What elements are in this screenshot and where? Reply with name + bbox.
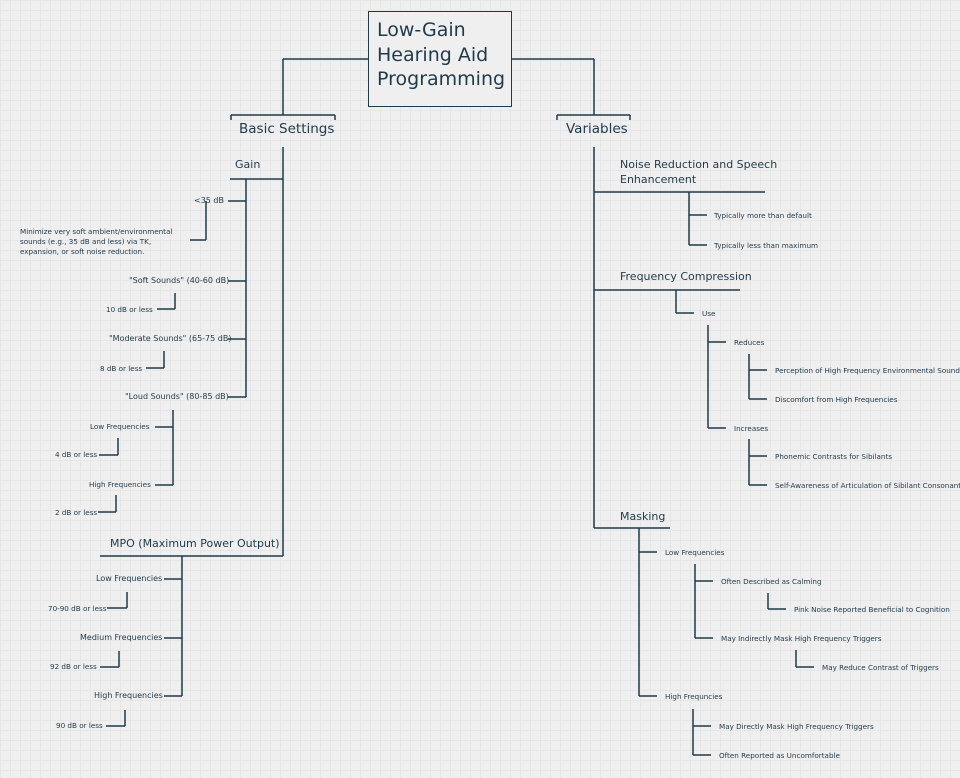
masking-direct: May Directly Mask High Frequency Trigger… [719,722,874,731]
gain-loud-low-value: 4 dB or less [55,450,98,459]
masking-low: Low Frequencies [665,548,725,557]
gain-moderate-value: 8 dB or less [100,364,143,373]
gain-soft-value: 10 dB or less [106,305,153,314]
mpo-medium: Medium Frequencies [80,633,163,642]
freqcomp-increases-2: Self-Awareness of Articulation of Sibila… [775,481,960,490]
diagram-title: Low-Gain Hearing Aid Programming [368,11,512,107]
gain-lt35: <35 dB [194,196,224,205]
mpo-low-value: 70-90 dB or less [48,604,107,613]
masking-uncomfortable: Often Reported as Uncomfortable [719,751,840,760]
mpo-label: MPO (Maximum Power Output) [110,537,280,550]
gain-loud-low: Low Frequencies [90,422,150,431]
mpo-medium-value: 92 dB or less [50,662,97,671]
freqcomp-reduces-2: Discomfort from High Frequencies [775,395,898,404]
mpo-high-value: 90 dB or less [56,721,103,730]
gain-loud-high: High Frequencies [89,480,151,489]
masking-pink-noise: Pink Noise Reported Beneficial to Cognit… [794,605,950,614]
title-line-1: Low-Gain [377,19,466,41]
freqcomp-reduces-1: Perception of High Frequency Environment… [775,366,960,375]
masking-label: Masking [620,510,666,523]
noise-more: Typically more than default [714,211,812,220]
basic-settings-heading: Basic Settings [239,121,335,137]
masking-contrast: May Reduce Contrast of Triggers [822,663,939,672]
masking-calming: Often Described as Calming [721,577,822,586]
gain-moderate: "Moderate Sounds" (65-75 dB) [109,334,232,343]
title-line-2: Hearing Aid [377,43,489,66]
variables-heading: Variables [566,121,628,137]
freqcomp-increases-1: Phonemic Contrasts for Sibilants [775,452,893,461]
noise-less: Typically less than maximum [714,241,818,250]
gain-loud-high-value: 2 dB or less [55,508,98,517]
freqcomp-reduces: Reduces [734,338,765,347]
gain-label: Gain [235,158,261,171]
mpo-low: Low Frequencies [96,574,163,583]
noise-reduction-label: Noise Reduction and Speech Enhancement [620,158,778,186]
freqcomp-increases: Increases [734,424,769,433]
freqcomp-use: Use [702,309,716,318]
title-line-3: Programming [377,68,506,91]
masking-indirect: May Indirectly Mask High Frequency Trigg… [721,634,882,643]
freqcomp-label: Frequency Compression [620,270,752,283]
mpo-high: High Frequencies [94,691,163,700]
gain-loud: "Loud Sounds" (80-85 dB) [125,392,229,401]
gain-soft: "Soft Sounds" (40-60 dB) [129,276,230,285]
gain-lt35-note: Minimize very soft ambient/environmental… [20,227,173,257]
masking-high: High Frequncies [665,692,723,701]
